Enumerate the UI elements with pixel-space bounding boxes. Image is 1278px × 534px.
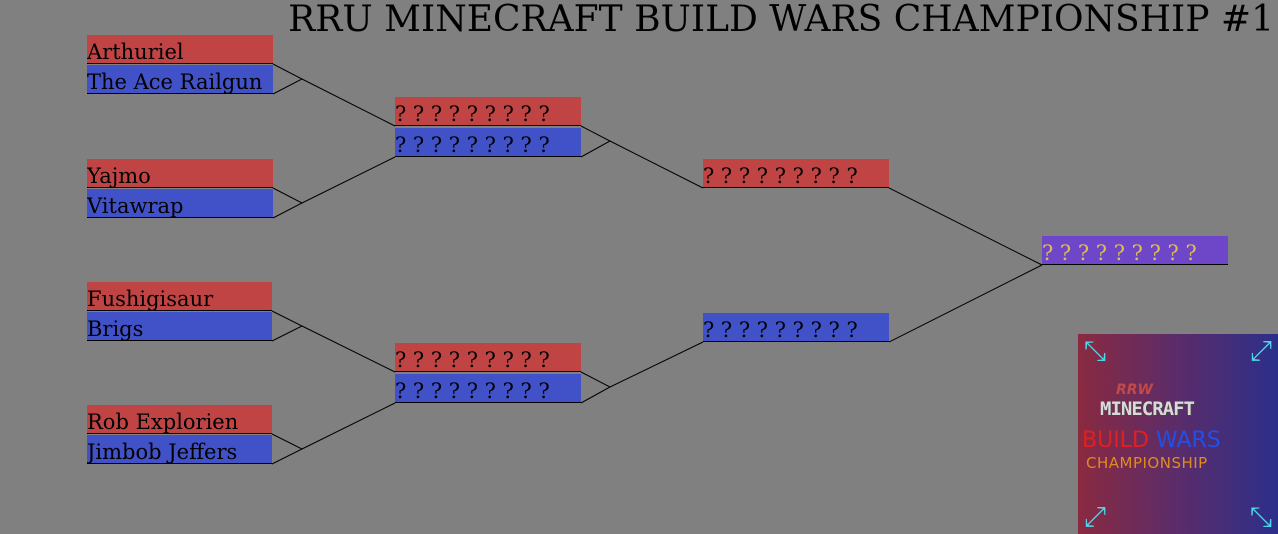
round2-match2-red: ? ? ? ? ? ? ? ? ? [395,343,581,372]
bracket-connector [272,187,304,219]
bracket-connector [271,433,304,465]
bracket-connector [609,341,704,388]
logo-championship-text: CHAMPIONSHIP [1086,454,1208,472]
corner-arrow-icon: ⤢ [1249,334,1273,367]
bracket-connector [271,310,304,342]
championship-logo: ⤡ ⤢ ⤢ ⤡ RRW MINECRAFT BUILD WARS CHAMPIO… [1078,334,1278,534]
round1-match3-blue: Brigs [87,312,272,341]
round3-blue: ? ? ? ? ? ? ? ? ? [703,313,889,342]
bracket-connector [301,156,396,204]
logo-rrw-text: RRW [1116,382,1154,398]
round2-match1-red: ? ? ? ? ? ? ? ? ? [395,97,581,126]
logo-wars-text: WARS [1155,428,1221,453]
round1-match1-red: Arthuriel [87,35,273,64]
round2-match2-blue: ? ? ? ? ? ? ? ? ? [395,374,581,403]
round1-match4-blue: Jimbob Jeffers [87,435,272,464]
champion-slot: ? ? ? ? ? ? ? ? ? [1042,236,1228,265]
round1-match1-blue: The Ace Railgun [87,65,273,94]
bracket-connector [301,78,396,127]
logo-minecraft-text: MINECRAFT [1100,398,1195,420]
bracket-connector [580,125,612,158]
bracket-connector [888,187,1043,266]
round2-match1-blue: ? ? ? ? ? ? ? ? ? [395,128,581,157]
logo-build-wars-text: BUILD WARS [1082,428,1221,453]
corner-arrow-icon: ⤡ [1083,334,1107,367]
round1-match2-blue: Vitawrap [87,189,273,218]
bracket-connector [580,371,612,404]
round3-red: ? ? ? ? ? ? ? ? ? [703,159,889,188]
logo-build-text: BUILD [1082,428,1149,453]
round1-match2-red: Yajmo [87,159,273,188]
page-title: RRU MINECRAFT BUILD WARS CHAMPIONSHIP #1 [288,0,1274,40]
bracket-connector [272,63,304,95]
bracket-connector [301,402,396,450]
bracket-connector [888,264,1043,343]
round1-match3-red: Fushigisaur [87,282,272,311]
corner-arrow-icon: ⤢ [1083,500,1107,533]
bracket-connector [301,325,396,373]
bracket-connector [609,140,704,189]
round1-match4-red: Rob Explorien [87,405,272,434]
corner-arrow-icon: ⤡ [1249,500,1273,533]
